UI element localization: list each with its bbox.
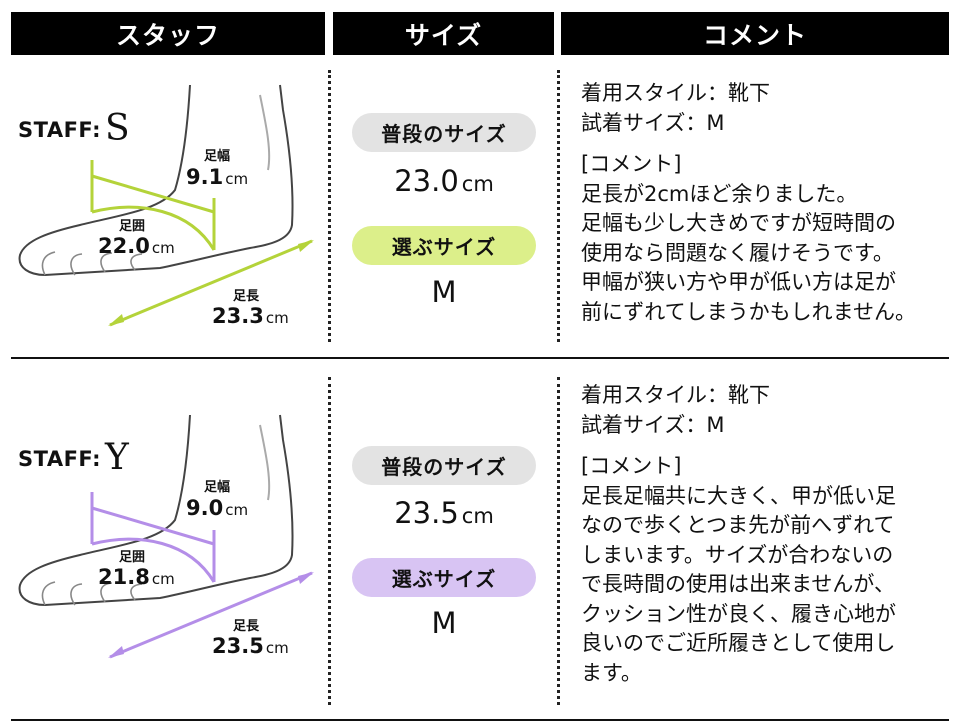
comment-line: で長時間の使用は出来ませんが、 [581,572,895,596]
staff-name: STAFF:Y [18,437,129,478]
width-label: 足幅 [204,480,231,495]
girth-label: 足囲 [119,219,146,234]
staff-letter: S [105,108,131,149]
comment-line: ます。 [581,660,642,685]
comment-line: なので歩くとつま先が前へずれて [581,513,895,537]
comment-heading: [コメント] [581,152,682,176]
comment-style: 着用スタイル：靴下 [581,81,770,105]
comment-line: 使用なら問題なく履けそうです。 [581,240,894,265]
bottom-divider [11,719,949,721]
chosen-size-pill: 選ぶサイズ [352,226,536,265]
comment-style: 着用スタイル：靴下 [581,383,770,407]
header-comment: コメント [561,12,949,55]
header-staff: スタッフ [11,12,325,55]
row-divider [11,357,949,359]
comment-line: しまいます。サイズが合わないの [581,542,894,567]
comment-block: 着用スタイル：靴下 試着サイズ：M [コメント] 足長が2cmほど余りました。 … [581,79,951,327]
dotted-divider [557,70,560,342]
comment-trial-size: 試着サイズ：M [581,110,725,135]
comment-line: 甲幅が狭い方や甲が低い方は足が [581,270,896,294]
usual-size-pill: 普段のサイズ [352,446,536,485]
width-label: 足幅 [204,149,231,164]
length-label: 足長 [233,289,260,304]
comment-line: 足幅も少し大きめですが短時間の [581,211,896,235]
comment-trial-size: 試着サイズ：M [581,412,725,437]
comment-line: 足長足幅共に大きく、甲が低い足 [581,483,896,508]
dotted-divider [328,70,331,342]
chosen-size-pill: 選ぶサイズ [352,558,536,597]
staff-prefix: STAFF: [18,447,102,471]
comment-heading: [コメント] [581,454,682,478]
staff-prefix: STAFF: [18,118,102,142]
foot-illustration [18,84,314,327]
girth-label: 足囲 [119,550,146,565]
chosen-size-value: M [431,275,457,309]
header-size: サイズ [333,12,554,55]
chosen-size-value: M [431,606,457,640]
comment-line: 前にずれてしまうかもしれません。 [581,299,916,324]
comment-line: 良いのでご近所履きとして使用し [581,631,896,655]
staff-letter: Y [105,437,130,478]
staff-name: STAFF:S [18,108,130,149]
comment-line: 足長が2cmほど余りました。 [581,181,858,206]
length-label: 足長 [233,619,260,634]
dotted-divider [557,377,560,705]
foot-illustration [18,414,314,659]
usual-size-pill: 普段のサイズ [352,113,536,152]
dotted-divider [328,377,331,705]
comment-block: 着用スタイル：靴下 試着サイズ：M [コメント] 足長足幅共に大きく、甲が低い足… [581,381,951,688]
comment-line: クッション性が良く、履き心地が [581,601,896,626]
